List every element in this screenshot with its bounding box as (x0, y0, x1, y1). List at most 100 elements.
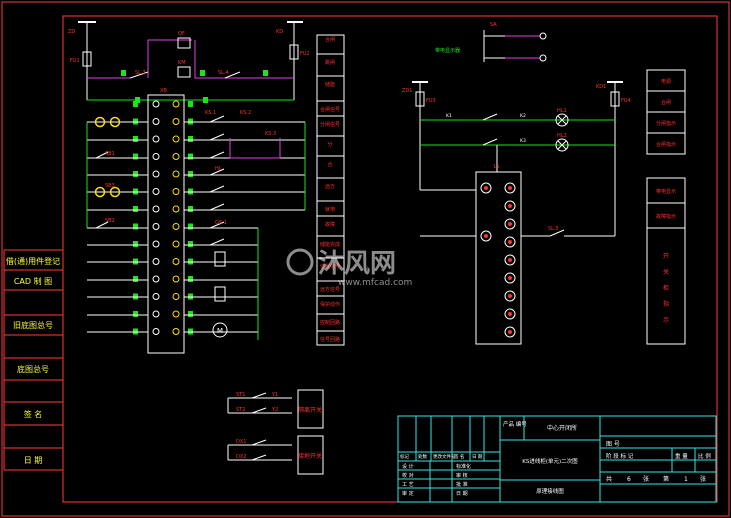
row-contact (209, 168, 225, 176)
fuse-label: FU3 (426, 98, 436, 104)
terminal-block (147, 94, 185, 354)
row-contact (209, 203, 225, 211)
terminal-tag (188, 206, 193, 212)
terminal-left (152, 135, 160, 143)
supply-label: KD (276, 29, 283, 35)
module-terminal (480, 230, 492, 242)
fuse-label: FU2 (300, 51, 310, 57)
title-header-cell: 签 名 (454, 453, 464, 460)
contact-label: SL.5 (548, 226, 559, 232)
left-panel-item: 借(通)用件登记 (6, 256, 60, 266)
relay-label: KM (178, 60, 186, 66)
terminal-tag (133, 223, 138, 230)
title-scale: 比 例 (698, 452, 711, 460)
title-sheets-label: 共 (606, 475, 612, 483)
title-drawing-name: 原理接线图 (536, 487, 564, 495)
fuse-label: FU4 (621, 98, 631, 104)
left-column-label: 位置信号 (320, 263, 340, 270)
title-header-cell: 更改文件号 (433, 453, 456, 460)
module-terminal-dot (508, 204, 512, 208)
terminal-tag (188, 153, 193, 160)
switch-label: SB2 (105, 218, 115, 224)
terminal-right (172, 223, 180, 230)
terminal-right (172, 240, 180, 248)
right-box-label: 合闸指示 (656, 141, 676, 148)
terminal-right (172, 118, 180, 125)
terminal-tag (133, 136, 138, 142)
terminal-tag (133, 153, 138, 160)
title-row-role: 审 定 (402, 490, 414, 497)
terminal-tag (188, 223, 193, 230)
row-contact (209, 133, 225, 141)
contact-label: SL.3 (135, 70, 146, 76)
terminal-left (152, 275, 160, 283)
terminal-right (172, 275, 180, 283)
terminal-tag (133, 311, 138, 317)
terminal-right (172, 293, 180, 300)
right-box-label: 合闸 (661, 99, 671, 106)
title-row-role: 工 艺 (402, 482, 414, 488)
bottom-box (297, 435, 324, 475)
terminal-left (152, 328, 160, 335)
left-panel-item: CAD 制 图 (14, 276, 52, 286)
left-column-label: 合 (327, 161, 332, 168)
bottom-label: Y2 (271, 407, 278, 413)
title-row-role: 校 对 (402, 472, 414, 479)
right-box-vertical-char: 示 (663, 317, 669, 324)
module-terminal (504, 254, 516, 266)
title-sheet-index: 1 (684, 476, 688, 483)
watermark: 沐风网 www.mfcad.com (286, 248, 412, 288)
watermark-brand: 沐风网 (318, 249, 396, 279)
terminal-tag (133, 171, 138, 177)
title-header-cell: 日 期 (472, 454, 483, 460)
watermark-url: www.mfcad.com (338, 278, 412, 288)
left-label-column (316, 34, 345, 346)
relay-label: QS.1 (215, 220, 227, 226)
contact-label: SL.4 (218, 70, 229, 76)
lamp-label: HL1 (557, 108, 567, 114)
bottom-label: ST1 (236, 392, 245, 398)
row-contact (209, 185, 225, 193)
supply-label: ZD1 (402, 88, 412, 94)
terminal-tag (133, 276, 138, 282)
relay-label: KS.1 (205, 110, 216, 116)
right-box-label: 带电显示 (656, 188, 676, 195)
title-sheets-count: 6 (627, 476, 631, 483)
wire-label: K1 (446, 113, 452, 119)
terminal-right (172, 310, 180, 318)
row-contact (209, 238, 225, 246)
row-contact (209, 115, 225, 123)
bottom-label: Y1 (271, 392, 278, 398)
bottom-circuit: ST1 ST2 Y1 Y2 DX1 DX2 隔离开关 接地开关 (227, 389, 324, 475)
module-terminal (504, 236, 516, 248)
title-header-cell: 标记 (400, 453, 409, 460)
left-column-label: 就地 (325, 206, 335, 213)
left-column-label: 远方信号 (320, 286, 340, 293)
left-column-label: 储能 (325, 81, 335, 88)
svg-text:M: M (217, 327, 223, 335)
terminal-left (152, 205, 160, 213)
switch-label: SB3 (105, 183, 115, 189)
title-header-cell: 处数 (418, 453, 427, 460)
module-terminal-dot (484, 234, 488, 238)
terminal-tag (188, 101, 193, 107)
terminal-tag (188, 171, 193, 177)
bottom-box (297, 389, 324, 429)
module-label: Ls (494, 164, 500, 170)
terminal-left (152, 223, 160, 230)
terminal-tag (188, 241, 193, 247)
relay-label: KS.3 (265, 131, 276, 137)
left-column-label: 储能完成 (320, 241, 340, 248)
title-sheet-index-label: 第 (663, 475, 669, 483)
right-box-label: 分闸指示 (656, 120, 676, 127)
terminal-left (152, 153, 160, 160)
module-terminal-dot (508, 240, 512, 244)
left-column-label: 保护动作 (320, 301, 340, 308)
module-box (475, 171, 522, 345)
left-column-label: 合闸信号 (320, 106, 340, 113)
right-box-label: 电源 (661, 78, 671, 85)
left-panel-item: 签 名 (24, 409, 43, 419)
lamp-label: HL2 (557, 133, 567, 139)
left-column-label: 远方 (325, 183, 335, 190)
terminal-left (152, 118, 160, 125)
